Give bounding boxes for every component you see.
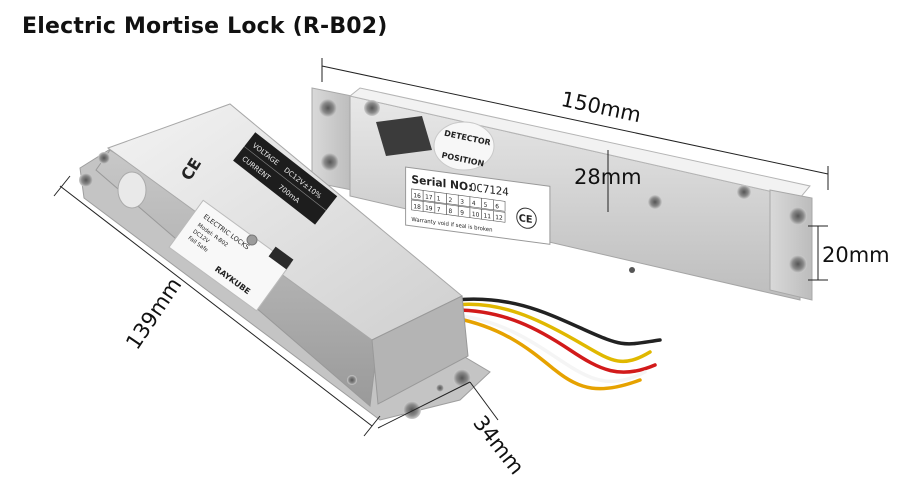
screw-hole-icon — [436, 384, 444, 392]
sensor-window — [376, 116, 432, 156]
serial-grid-number: 1 — [437, 195, 441, 203]
front-lock-end — [371, 295, 469, 405]
serial-grid-number: 4 — [472, 200, 476, 208]
serial-grid-cell — [493, 199, 506, 212]
front-lock: CE VOLTAGE DC12V±10% CURRENT 700mA ELECT… — [79, 103, 491, 421]
dim-150mm: 150mm — [559, 87, 643, 127]
detector-sticker — [433, 121, 495, 171]
screw-hole-icon — [319, 99, 337, 117]
serial-grid-number: 19 — [425, 205, 433, 213]
back-lock-right-plate — [769, 189, 813, 301]
back-lock-top — [348, 87, 811, 199]
screw-hole-icon — [453, 369, 471, 387]
serial-grid-number: 12 — [495, 214, 503, 222]
indicator-hole-icon — [629, 267, 635, 273]
spec-label: VOLTAGE DC12V±10% CURRENT 700mA — [233, 132, 338, 225]
serial-grid-number: 16 — [413, 192, 421, 200]
screw-hole-icon — [364, 100, 380, 116]
screw-hole-icon — [737, 185, 751, 199]
screw-hole-icon — [789, 255, 807, 273]
screw-hole-icon — [789, 207, 807, 225]
dim-139mm: 139mm — [121, 273, 186, 354]
dip-switch-icon — [268, 246, 294, 270]
screw-hole-icon — [347, 375, 357, 385]
serial-number: OC7124 — [470, 181, 509, 199]
wire-bundle — [453, 297, 662, 391]
brand-label: ELECTRIC LOCKS Model: R-B02 DC12V Fail S… — [168, 199, 292, 312]
screw-hole-icon — [648, 195, 662, 209]
serial-grid-number: 10 — [472, 211, 480, 219]
led-icon — [246, 234, 258, 246]
serial-grid-number: 9 — [460, 209, 464, 217]
serial-grid-number: 17 — [425, 194, 433, 202]
screw-hole-icon — [403, 401, 421, 419]
serial-grid-number: 2 — [449, 197, 453, 205]
ce-mark-back: CE — [519, 213, 533, 226]
serial-grid-number: 7 — [437, 206, 441, 214]
serial-grid-number: 5 — [484, 201, 488, 209]
dim-28mm: 28mm — [574, 165, 642, 189]
screw-hole-icon — [98, 152, 110, 164]
serial-grid-cell — [493, 210, 506, 223]
serial-grid-number: 3 — [460, 198, 464, 206]
dimension-lines — [53, 58, 829, 437]
serial-grid-number: 6 — [495, 203, 499, 211]
serial-grid-number: 11 — [484, 212, 492, 220]
serial-grid-number: 8 — [449, 208, 453, 216]
dim-20mm: 20mm — [822, 243, 890, 267]
serial-grid-number: 18 — [413, 203, 421, 211]
screw-hole-icon — [79, 173, 93, 187]
screw-hole-icon — [321, 153, 339, 171]
lock-bolt — [117, 171, 147, 209]
page-title: Electric Mortise Lock (R-B02) — [22, 14, 388, 39]
dim-34mm: 34mm — [468, 411, 529, 479]
